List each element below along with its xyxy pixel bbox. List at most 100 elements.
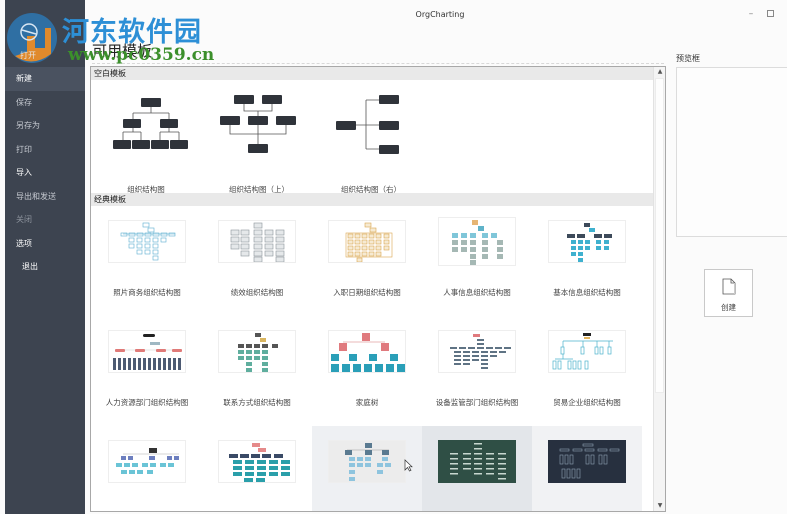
template-label: 人力资源部门组织结构图 bbox=[105, 398, 189, 407]
app-logo-icon bbox=[7, 13, 57, 63]
maximize-button[interactable] bbox=[767, 10, 774, 17]
scroll-up-button[interactable]: ▲ bbox=[657, 68, 663, 75]
template-basic-info[interactable]: 基本信息组织结构图 bbox=[532, 206, 642, 316]
template-label: 基本信息组织结构图 bbox=[553, 288, 621, 297]
template-trading-company[interactable]: 贸易企业组织结构图 bbox=[532, 316, 642, 426]
title-divider bbox=[92, 63, 664, 64]
template-thumbnail bbox=[328, 440, 406, 483]
title-bar: OrgCharting bbox=[85, 0, 787, 30]
template-classic-14[interactable] bbox=[422, 426, 532, 511]
minimize-button[interactable]: – bbox=[748, 9, 754, 19]
menu-item-exit[interactable]: 退出 bbox=[22, 262, 38, 271]
template-thumbnail bbox=[548, 440, 626, 483]
template-label: 设备监管部门组织结构图 bbox=[435, 398, 519, 407]
template-thumbnail bbox=[548, 220, 626, 263]
template-label: 人事信息组织结构图 bbox=[443, 288, 511, 297]
template-thumbnail bbox=[218, 330, 296, 373]
thumbnail-chart-icon bbox=[552, 333, 613, 370]
menu-item-import[interactable]: 导入 bbox=[16, 168, 32, 177]
menu-item-save-as[interactable]: 另存为 bbox=[16, 121, 40, 130]
menu-item-print[interactable]: 打印 bbox=[16, 144, 32, 154]
scroll-down-button[interactable]: ▼ bbox=[657, 502, 663, 509]
sidebar: 打开 新建 保存 另存为 打印 导入 导出和发送 关闭 选项 退出 bbox=[5, 0, 85, 514]
preview-box bbox=[676, 67, 787, 237]
watermark-site-name: 河东软件园 bbox=[62, 17, 202, 48]
template-photo-business[interactable]: 照片商务组织结构图 bbox=[92, 206, 202, 316]
window-title: OrgCharting bbox=[415, 10, 465, 19]
thumbnail-chart-icon bbox=[450, 334, 511, 369]
thumbnail-chart-icon bbox=[120, 222, 176, 261]
template-list-scrollbar[interactable]: ▲ ▼ bbox=[653, 67, 665, 511]
thumbnail-chart-icon bbox=[230, 222, 285, 262]
template-classic-15[interactable] bbox=[532, 426, 642, 511]
template-thumbnail bbox=[438, 217, 516, 266]
template-thumbnail bbox=[438, 440, 516, 483]
template-hire-date[interactable]: 入职日期组织结构图 bbox=[312, 206, 422, 316]
thumbnail-chart-icon bbox=[559, 443, 620, 479]
template-org-chart-up[interactable]: 组织结构图（上） bbox=[204, 80, 314, 194]
thumbnail-chart-icon bbox=[331, 333, 405, 372]
template-label: 绩效组织结构图 bbox=[230, 288, 284, 297]
mouse-cursor-icon bbox=[404, 459, 413, 472]
template-thumbnail bbox=[108, 330, 186, 373]
template-thumbnail bbox=[328, 330, 406, 373]
thumbnail-chart-icon bbox=[452, 220, 503, 265]
template-family-tree[interactable]: 家庭树 bbox=[312, 316, 422, 426]
file-menu: 新建 保存 另存为 打印 导入 导出和发送 关闭 选项 退出 bbox=[5, 67, 85, 279]
thumbnail-chart-icon bbox=[238, 333, 278, 372]
create-button[interactable]: 创建 bbox=[704, 269, 753, 317]
thumbnail-chart-icon bbox=[229, 443, 290, 482]
template-equipment-supervision[interactable]: 设备监管部门组织结构图 bbox=[422, 316, 532, 426]
new-document-icon bbox=[722, 278, 736, 295]
preview-label: 预览框 bbox=[676, 54, 700, 63]
template-thumbnail bbox=[108, 220, 186, 263]
template-label: 组织结构图 bbox=[127, 185, 165, 194]
template-contact-info[interactable]: 联系方式组织结构图 bbox=[202, 316, 312, 426]
open-menu-item[interactable]: 打开 bbox=[20, 51, 36, 60]
org-chart-right-thumbnail-icon bbox=[336, 95, 399, 154]
classic-templates-grid: 照片商务组织结构图 绩效组织结构图 bbox=[91, 206, 665, 511]
template-classic-12[interactable] bbox=[202, 426, 312, 511]
thumbnail-chart-icon bbox=[113, 334, 182, 370]
group-header-blank: 空白模板 bbox=[91, 67, 665, 80]
template-label: 照片商务组织结构图 bbox=[113, 288, 181, 297]
template-label: 入职日期组织结构图 bbox=[333, 288, 401, 297]
template-thumbnail bbox=[328, 220, 406, 263]
template-label: 家庭树 bbox=[355, 398, 379, 407]
menu-item-new[interactable]: 新建 bbox=[5, 67, 85, 91]
thumbnail-chart-icon bbox=[567, 223, 612, 262]
create-button-label: 创建 bbox=[721, 303, 736, 312]
group-header-classic: 经典模板 bbox=[91, 193, 665, 206]
template-label: 贸易企业组织结构图 bbox=[553, 398, 621, 407]
template-performance[interactable]: 绩效组织结构图 bbox=[202, 206, 312, 316]
template-classic-11[interactable] bbox=[92, 426, 202, 511]
blank-templates-row: 组织结构图 bbox=[91, 80, 665, 194]
template-classic-13[interactable] bbox=[312, 426, 422, 511]
template-label: 组织结构图（右） bbox=[341, 185, 401, 194]
menu-item-close[interactable]: 关闭 bbox=[16, 215, 32, 224]
template-thumbnail bbox=[218, 440, 296, 483]
template-thumbnail bbox=[548, 330, 626, 373]
template-thumbnail bbox=[108, 440, 186, 483]
template-list: 空白模板 bbox=[90, 66, 666, 512]
thumbnail-chart-icon bbox=[345, 222, 393, 262]
org-chart-thumbnail-icon bbox=[113, 98, 188, 149]
template-org-chart[interactable]: 组织结构图 bbox=[91, 80, 201, 194]
template-hr-department[interactable]: 人力资源部门组织结构图 bbox=[92, 316, 202, 426]
thumbnail-chart-icon bbox=[450, 443, 506, 480]
template-personnel-info[interactable]: 人事信息组织结构图 bbox=[422, 206, 532, 316]
scrollbar-thumb[interactable] bbox=[655, 78, 664, 393]
menu-item-export-send[interactable]: 导出和发送 bbox=[16, 191, 56, 201]
thumbnail-chart-icon bbox=[116, 448, 179, 474]
menu-item-save[interactable]: 保存 bbox=[16, 97, 32, 107]
template-thumbnail bbox=[218, 220, 296, 263]
thumbnail-chart-icon bbox=[345, 443, 391, 481]
available-templates-title: 可用模板 bbox=[92, 42, 153, 60]
template-label: 组织结构图（上） bbox=[229, 185, 289, 194]
template-org-chart-right[interactable]: 组织结构图（右） bbox=[316, 80, 426, 194]
org-chart-up-thumbnail-icon bbox=[220, 95, 296, 153]
template-label: 联系方式组织结构图 bbox=[223, 398, 291, 407]
template-thumbnail bbox=[438, 330, 516, 373]
menu-item-options[interactable]: 选项 bbox=[16, 238, 32, 248]
